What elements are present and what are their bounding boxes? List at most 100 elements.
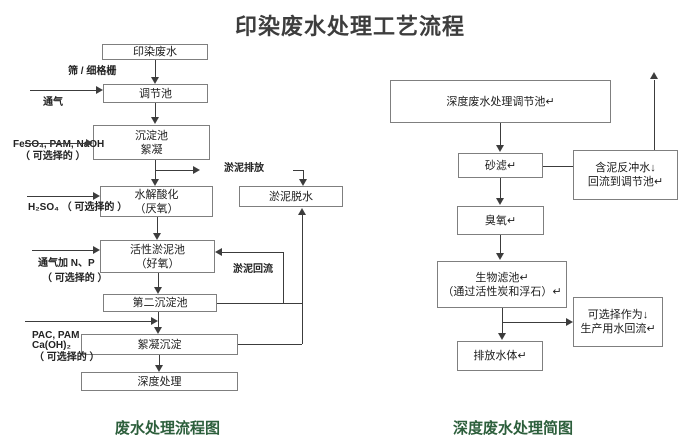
node-hydrolysis-acidification: 水解酸化 （厌氧） [100,186,213,217]
arrowhead-down [151,77,159,84]
flow-line [159,355,160,366]
sludge-discharge-elbow [303,170,304,180]
node-label: 印染废水 [133,46,177,58]
node-discharge-water: 排放水体↵ [457,341,543,371]
node-ozone: 臭氧↵ [457,206,544,235]
arrowhead-down [151,179,159,186]
sludge-discharge-line [155,170,193,171]
label-sludge-return: 淤泥回流 [233,264,273,275]
label-optional-1: （ 可选择的 ） [20,151,86,162]
node-label: 生产用水回流↵ [580,323,656,335]
arrowhead-down [496,253,504,260]
node-label: 臭氧↵ [484,214,517,227]
flow-line [500,178,501,199]
flow-line [155,60,156,78]
label-aeration-np: 通气加 N、P [38,258,95,269]
sludge-return-line [283,252,284,303]
label-optional-3: （ 可选择的 ） [34,352,100,363]
right-chart-caption: 深度废水处理简图 [453,420,574,437]
node-label: （通过活性炭和浮石）↵ [442,285,562,298]
arrowhead-down [496,145,504,152]
sludge-discharge-elbow [293,170,304,171]
node-production-water-reuse: 可选择作为↓ 生产用水回流↵ [573,297,663,347]
arrowhead-down [154,327,162,334]
diagram-title: 印染废水处理工艺流程 [234,14,465,39]
label-screen-grille: 筛 / 细格栅 [68,66,117,77]
arrowhead-down [155,365,163,372]
sludge-line [302,215,303,344]
arrowhead-down [299,179,307,186]
node-advanced-treatment: 深度处理 [81,372,238,391]
node-dyeing-wastewater: 印染废水 [102,44,208,60]
node-sand-filter: 砂滤↵ [458,153,543,178]
label-caoh2: Ca(OH)₂ [32,340,71,351]
node-advanced-regulating-tank: 深度废水处理调节池↵ [390,80,611,123]
flow-line [158,273,159,288]
label-h2so4-optional: H₂SO₄ （ 可选择的 ） [28,202,128,213]
node-label: 絮凝 [140,143,163,156]
sludge-return-line [217,303,302,304]
label-optional-2: （ 可选择的 ） [42,273,108,284]
node-label: 沉淀池 [135,129,168,142]
arrowhead-right [86,139,93,147]
arrowhead-left [215,248,222,256]
arrowhead-down [151,117,159,124]
flow-line [500,123,501,146]
arrowhead-right [193,166,200,174]
input-line-aeration-np [32,250,93,251]
node-label: 絮凝沉淀 [137,338,182,351]
arrowhead-right [566,318,573,326]
arrowhead-right [93,192,100,200]
node-secondary-sedimentation-tank: 第二沉淀池 [103,294,217,312]
node-label: 可选择作为↓ [587,309,649,321]
return-to-tank-line [654,80,655,150]
flow-line [500,235,501,254]
node-flocculation-sedimentation: 絮凝沉淀 [81,334,238,355]
flow-line [155,103,156,118]
node-label: 水解酸化 [134,188,179,201]
input-line-h2so4 [27,196,93,197]
flow-line [502,308,503,334]
node-label: 深度处理 [137,375,182,388]
sludge-line [238,344,302,345]
reuse-branch-line [502,322,566,323]
node-label: 调节池 [139,87,172,100]
node-label: 回流到调节池↵ [587,176,664,188]
label-aeration: 通气 [43,97,63,108]
label-feso4-pam-naoh: FeSO₄, PAM, NaOH [13,139,105,150]
arrowhead-down [153,233,161,240]
arrowhead-right [151,317,158,325]
node-label: （好氧） [135,257,180,270]
node-label: 含泥反冲水↓ [595,162,656,174]
node-backwash-return: 含泥反冲水↓ 回流到调节池↵ [573,150,678,200]
sludge-return-line [222,252,283,253]
input-line-aeration [30,90,96,91]
left-chart-caption: 废水处理流程图 [115,420,221,437]
node-label: 淤泥脱水 [269,190,313,203]
node-sedimentation-tank: 沉淀池 絮凝 [93,125,210,160]
node-label: 第二沉淀池 [132,297,188,309]
node-sludge-dewatering: 淤泥脱水 [239,186,343,207]
input-line-chemicals [25,143,86,144]
node-label: 活性淤泥池 [130,243,185,256]
node-label: 排放水体↵ [473,350,527,362]
label-pac-pam: PAC, PAM [32,330,80,341]
arrowhead-right [96,86,103,94]
flow-line [158,312,159,328]
arrowhead-down [154,287,162,294]
node-activated-sludge-tank: 活性淤泥池 （好氧） [100,240,215,273]
connector-line [543,166,573,167]
arrowhead-up [650,72,658,79]
arrowhead-right [93,246,100,254]
node-label: 砂滤↵ [484,159,517,172]
node-label: （厌氧） [134,202,179,215]
node-regulating-tank: 调节池 [103,84,208,103]
arrowhead-down [498,333,506,340]
node-label: 生物滤池↵ [475,271,529,284]
flow-line [157,217,158,234]
arrowhead-up [298,208,306,215]
arrowhead-down [496,198,504,205]
node-biological-filter: 生物滤池↵ （通过活性炭和浮石）↵ [437,261,567,308]
label-sludge-discharge: 淤泥排放 [224,163,264,174]
